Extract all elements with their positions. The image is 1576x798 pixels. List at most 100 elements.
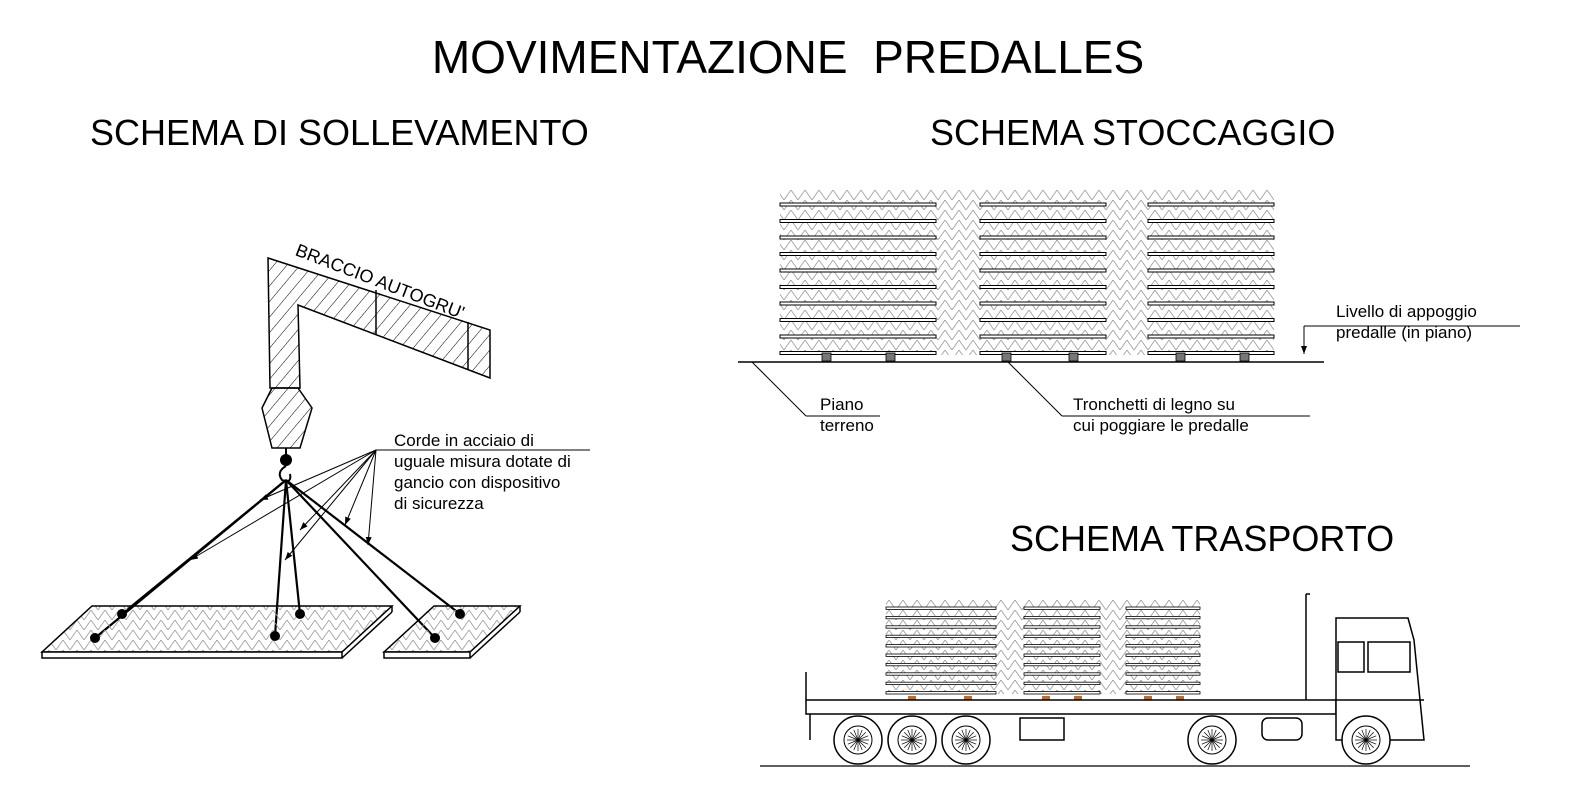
support-level-note-line: predalle (in piano) (1336, 323, 1473, 342)
wheel-spoke (1203, 739, 1213, 749)
predalle-slab (979, 268, 1107, 273)
wheel-spoke (1365, 739, 1375, 749)
truck (760, 593, 1470, 767)
load-slab (1125, 616, 1201, 620)
wheel-spoke (955, 739, 967, 745)
wooden-support-block (1068, 352, 1079, 362)
wheel-spoke (965, 735, 977, 741)
predalle-slab (979, 351, 1107, 355)
predalle-slab (979, 235, 1107, 240)
wheel-spoke (965, 731, 975, 741)
predalle-slab (779, 252, 937, 256)
load-slab (1023, 625, 1101, 629)
predalle-slab (1147, 202, 1275, 207)
wheel-spoke (1207, 729, 1213, 741)
transport-section-title: SCHEMA TRASPORTO (1010, 518, 1395, 559)
wheel-spoke (1365, 729, 1371, 741)
crane-pulley-block (261, 387, 313, 449)
wheel-spoke (1355, 739, 1367, 745)
wheel-spoke (857, 739, 863, 751)
rope-note-line: gancio con dispositivo (394, 473, 561, 492)
page-title: MOVIMENTAZIONE PREDALLES (431, 31, 1145, 83)
load-slab (885, 672, 997, 676)
support-level-note-line: Livello di appoggio (1336, 302, 1477, 321)
wheel-spoke (1365, 731, 1375, 741)
predalle-slab (779, 285, 937, 289)
wheel-spoke (1357, 739, 1367, 749)
wheel-spoke (911, 739, 923, 745)
wheel-spoke (903, 739, 913, 749)
wheel-spoke (1355, 735, 1367, 741)
wheel-spoke (965, 739, 975, 749)
wheel-spoke (853, 729, 859, 741)
load-slab (1125, 681, 1201, 686)
truck-load (885, 600, 1201, 701)
trailer-bed (805, 699, 1337, 715)
load-support-block (1042, 696, 1050, 701)
load-slab (885, 663, 997, 667)
load-slab (1125, 634, 1201, 639)
load-slab (1023, 606, 1101, 610)
load-slab (1125, 625, 1201, 629)
ground-note-line: Piano (820, 395, 864, 414)
wheel-spoke (965, 729, 971, 741)
wheel-spoke (1211, 739, 1217, 751)
predalle-slab (979, 252, 1107, 256)
crane-boom (267, 256, 491, 389)
wheel-spoke (853, 739, 859, 751)
predalle-slab (1147, 318, 1275, 322)
wheel-spoke (965, 739, 971, 751)
wooden-supports-note-line: Tronchetti di legno su (1073, 395, 1235, 414)
wheel-rim (1197, 725, 1227, 755)
rope-note-line: uguale misura dotate di (394, 452, 571, 471)
predalle-slab (1147, 351, 1275, 355)
load-slab (1023, 644, 1101, 648)
wheel-spoke (1211, 739, 1221, 749)
lifted-slab-right (382, 605, 522, 659)
load-support-block (1144, 696, 1152, 701)
predalle-slab (1147, 235, 1275, 240)
wheel-spoke (911, 739, 921, 749)
wheel-spoke (957, 731, 967, 741)
load-slab (1023, 681, 1101, 686)
load-slab (1125, 644, 1201, 648)
wheel-spoke (1365, 739, 1377, 745)
wheel-spoke (1361, 739, 1367, 751)
load-support-block (908, 696, 916, 701)
predalle-slab (979, 301, 1107, 306)
load-slab (1023, 663, 1101, 667)
wheel-spoke (1201, 739, 1213, 745)
predalle-slab (979, 318, 1107, 322)
crane-hook (280, 454, 292, 466)
wheel-spoke (911, 735, 923, 741)
wheel-spoke (1365, 735, 1377, 741)
rope-leader-lines (189, 449, 590, 561)
wheel-rim (843, 725, 873, 755)
load-slab (885, 625, 997, 629)
load-slab (1023, 691, 1101, 695)
rope-note-line: Corde in acciaio di (394, 431, 534, 450)
load-slab (885, 634, 997, 639)
predalle-slab (1147, 334, 1275, 339)
wheel-spoke (911, 731, 921, 741)
wheel-spoke (857, 739, 867, 749)
predalle-slab (779, 351, 937, 355)
load-slab (1125, 672, 1201, 676)
wheel-rim (951, 725, 981, 755)
predalle-slab (979, 334, 1107, 339)
wheel-rim (897, 725, 927, 755)
wheel-spoke (965, 739, 977, 745)
predalle-slab (1147, 285, 1275, 289)
load-slab (1125, 653, 1201, 657)
load-slab (1125, 606, 1201, 610)
wooden-support-block (821, 352, 832, 362)
predalle-slab (979, 219, 1107, 223)
load-slab (885, 691, 997, 695)
truck-cab (1335, 617, 1425, 741)
wheel-spoke (1211, 739, 1223, 745)
wheel-spoke (849, 731, 859, 741)
wheel-spoke (849, 739, 859, 749)
load-slab (1023, 634, 1101, 639)
wooden-support-block (1175, 352, 1186, 362)
